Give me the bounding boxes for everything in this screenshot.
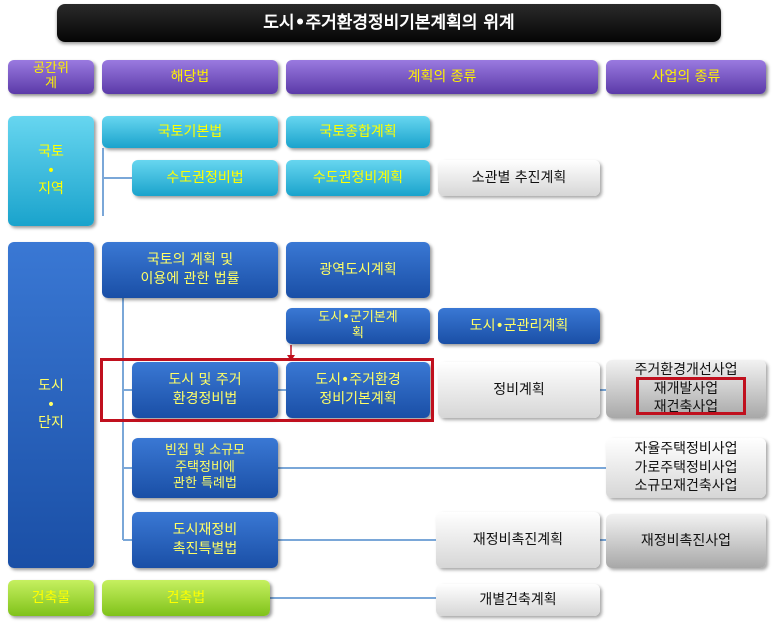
plan-master: 도시•주거환경 정비기본계획 — [286, 362, 430, 418]
header-plan: 계획의 종류 — [286, 60, 598, 94]
diagram-title: 도시•주거환경정비기본계획의 위계 — [57, 4, 721, 42]
project-group-small: 자율주택정비사업 가로주택정비사업 소규모재건축사업 — [606, 438, 766, 498]
plan-promotion: 재정비촉진계획 — [436, 512, 600, 568]
plan-management: 도시•군관리계획 — [438, 308, 600, 344]
plan-comprehensive: 국토종합계획 — [286, 116, 430, 148]
header-project: 사업의 종류 — [606, 60, 766, 94]
space-national: 국토 • 지역 — [8, 116, 94, 226]
law-urban-housing: 도시 및 주거 환경정비법 — [132, 362, 278, 418]
plan-maintenance: 정비계획 — [438, 362, 600, 418]
project-promotion: 재정비촉진사업 — [606, 514, 766, 568]
header-space: 공간위 계 — [8, 60, 94, 94]
plan-metro: 광역도시계획 — [286, 242, 430, 298]
plan-departmental: 소관별 추진계획 — [438, 160, 600, 196]
law-planning: 국토의 계획 및 이용에 관한 법률 — [102, 242, 278, 298]
law-promotion: 도시재정비 촉진특별법 — [132, 512, 278, 568]
plan-basic: 도시•군기본계 획 — [286, 308, 430, 344]
plan-capital: 수도권정비계획 — [286, 160, 430, 196]
header-law: 해당법 — [102, 60, 278, 94]
highlight-frame-project — [636, 377, 746, 415]
law-capital: 수도권정비법 — [132, 160, 278, 196]
highlight-frame-main — [100, 358, 434, 422]
plan-building: 개별건축계획 — [436, 584, 600, 616]
space-building: 건축물 — [8, 580, 94, 616]
law-national-basic: 국토기본법 — [102, 116, 278, 148]
project-group-housing: 주거환경개선사업 재개발사업 재건축사업 — [606, 360, 766, 418]
space-city: 도시 • 단지 — [8, 242, 94, 568]
law-small-scale: 빈집 및 소규모 주택정비에 관한 특례법 — [132, 438, 278, 498]
law-building: 건축법 — [102, 580, 270, 616]
